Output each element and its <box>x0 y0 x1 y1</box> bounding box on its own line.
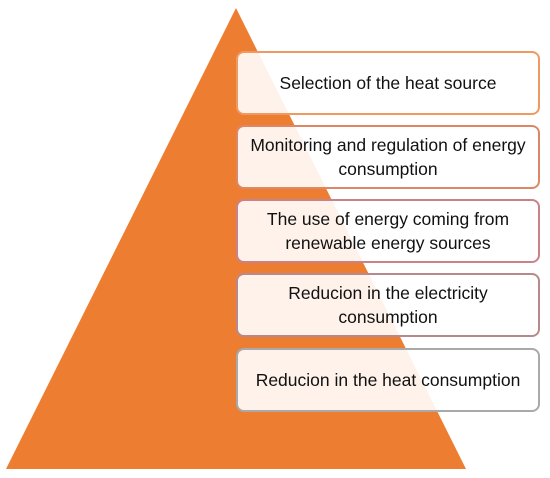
pyramid-level-3-label: The use of energy coming from renewable … <box>266 209 510 253</box>
pyramid-level-2: Monitoring and regulation of energy cons… <box>236 125 540 189</box>
pyramid-level-5-label: Reducion in the heat consumption <box>255 370 521 390</box>
pyramid-level-2-label: Monitoring and regulation of energy cons… <box>250 135 526 179</box>
pyramid-level-5: Reducion in the heat consumption <box>236 348 540 412</box>
pyramid-level-1-label: Selection of the heat source <box>279 73 497 93</box>
pyramid-level-4-label: Reducion in the electricity consumption <box>288 283 488 327</box>
pyramid-level-4: Reducion in the electricity consumption <box>236 273 540 337</box>
pyramid-level-3: The use of energy coming from renewable … <box>236 199 540 263</box>
pyramid-level-1: Selection of the heat source <box>236 51 540 115</box>
